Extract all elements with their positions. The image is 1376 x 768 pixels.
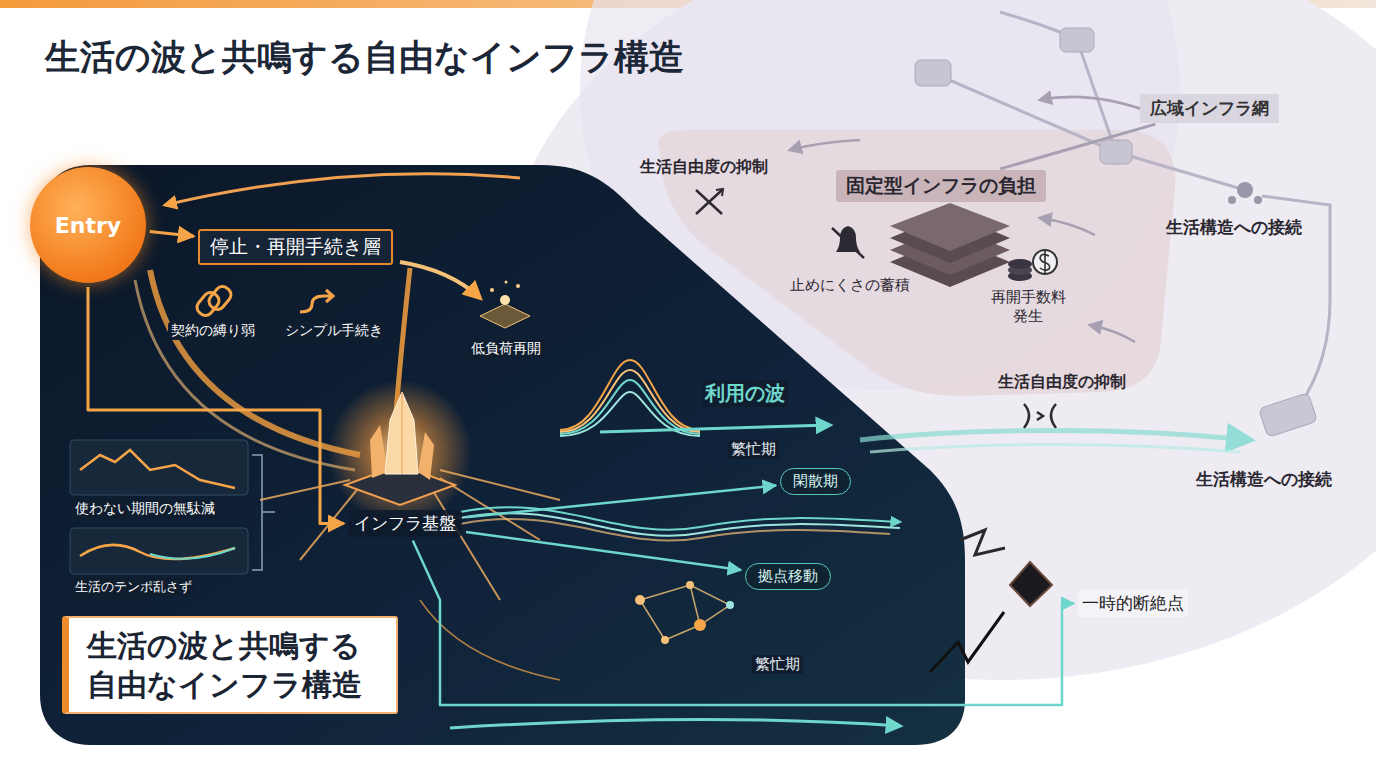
node-text: 生活の波と共鳴する 自由なインフラ構造 [87,626,382,704]
entry-circle: Entry [30,167,146,283]
annotation-label: 生活構造への接続 [1196,468,1332,491]
connector [466,532,741,570]
core-label-box: インフラ基盤 [348,510,462,537]
summary-box: 生活の波と共鳴する 自由なインフラ構造 [62,616,398,714]
annotation-label: 生活自由度の抑制 [640,157,768,178]
annotation-label: 生活のテンポ乱さず [72,578,195,596]
phase-pill: 閑散期 [780,468,851,495]
connector [150,232,194,237]
connector [466,486,776,518]
annotation-label: 再開手数料 発生 [982,288,1074,326]
annotation-label: 低負荷再開 [468,340,544,358]
break-point-box: 一時的断絶点 [1078,590,1188,617]
layer-box: 停止・再開手続き層 [198,229,393,265]
node-text: インフラ基盤 [354,512,456,535]
phase-pill: 拠点移動 [745,563,831,590]
connector [1000,124,1155,169]
node-text: Entry [55,213,121,238]
node-text: 広域インフラ網 [1150,97,1269,120]
connector [413,541,1074,705]
diagram-title: 生活の波と共鳴する自由なインフラ構造 [45,34,684,81]
annotation-label: 生活構造への接続 [1166,216,1302,239]
node-text: 停止・再開手続き層 [210,234,381,260]
burden-box: 固定型インフラの負担 [836,170,1046,202]
node-text: 拠点移動 [758,567,818,586]
annotation-label: 契約の縛り弱 [168,322,258,340]
annotation-label: 繁忙期 [728,440,779,459]
annotation-label: 止めにくさの蓄積 [790,276,910,295]
annotation-label: シンプル手続き [282,322,386,340]
node-text: 一時的断絶点 [1082,592,1184,615]
annotation-label: 使わない期間の無駄減 [72,500,218,518]
annotation-label: 利用の波 [702,380,788,407]
network-box: 広域インフラ網 [1140,94,1279,123]
annotation-label: 繁忙期 [752,655,803,674]
annotation-label: 生活自由度の抑制 [998,372,1126,393]
node-text: 閑散期 [793,472,838,491]
node-text: 固定型インフラの負担 [846,173,1036,199]
